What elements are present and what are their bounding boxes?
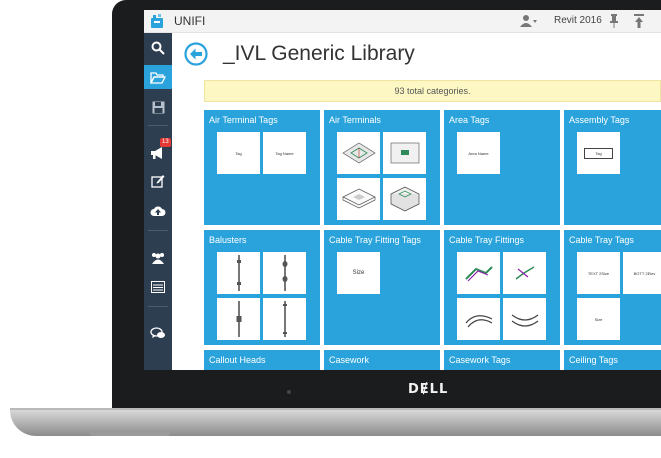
category-title: Cable Tray Tags — [569, 235, 634, 245]
page-title: _IVL Generic Library — [223, 42, 415, 65]
back-button[interactable] — [184, 42, 208, 66]
category-tile[interactable]: Area Tags Area Name — [444, 110, 560, 225]
family-thumbnail[interactable] — [217, 252, 260, 294]
category-tile[interactable]: Ceiling Tags — [564, 350, 661, 370]
sidebar-divider — [148, 306, 168, 307]
family-thumbnail[interactable] — [263, 252, 306, 294]
laptop-notch — [90, 432, 170, 436]
edit-icon — [151, 175, 165, 188]
air-terminal-thumbnail — [390, 142, 419, 164]
sidebar: 13 — [144, 33, 172, 370]
baluster-thumbnail — [236, 301, 241, 337]
pin-icon[interactable] — [608, 13, 620, 29]
family-thumbnail[interactable] — [383, 132, 426, 174]
chat-icon — [150, 326, 165, 338]
folder-open-icon — [150, 71, 166, 84]
family-thumbnail[interactable] — [263, 298, 306, 340]
category-title: Callout Heads — [209, 355, 266, 365]
family-thumbnail[interactable] — [503, 252, 546, 294]
category-count-banner: 93 total categories. — [204, 80, 661, 102]
sidebar-announcements[interactable]: 13 — [144, 138, 172, 165]
category-title: Casework Tags — [449, 355, 511, 365]
family-thumbnail[interactable]: BOTT 2Elev — [623, 252, 661, 294]
app-screen: UNIFI Revit 2016 1 — [144, 10, 661, 370]
family-thumbnail[interactable]: Size — [577, 298, 620, 340]
megaphone-icon — [151, 147, 162, 159]
sidebar-divider — [148, 125, 168, 126]
category-tile[interactable]: Cable Tray Fitting Tags Size — [324, 230, 440, 345]
sidebar-users[interactable] — [144, 246, 172, 270]
family-thumbnail[interactable]: Tag — [217, 132, 260, 174]
tray-fitting-thumbnail — [465, 315, 492, 328]
tray-fitting-thumbnail — [464, 266, 493, 282]
category-tile[interactable]: Air Terminal Tags Tag Tag Name — [204, 110, 320, 225]
project-name[interactable]: Revit 2016 — [554, 15, 602, 26]
user-icon[interactable] — [520, 14, 538, 28]
category-title: Area Tags — [449, 115, 490, 125]
category-tile[interactable]: Cable Tray Tags TEXT 2Size BOTT 2Elev Si… — [564, 230, 661, 345]
baluster-thumbnail — [282, 301, 287, 337]
search-icon — [151, 41, 165, 55]
webcam — [287, 390, 291, 394]
tray-fitting-thumbnail — [515, 266, 534, 280]
category-tile[interactable]: Callout Heads — [204, 350, 320, 370]
category-tile[interactable]: Air Terminals — [324, 110, 440, 225]
category-tile[interactable]: Assembly Tags Tag — [564, 110, 661, 225]
list-icon — [151, 281, 165, 293]
air-terminal-thumbnail — [389, 186, 420, 212]
category-tile[interactable]: Cable Tray Fittings — [444, 230, 560, 345]
category-grid: Air Terminal Tags Tag Tag Name Air Termi… — [204, 110, 661, 370]
family-thumbnail[interactable]: Area Name — [457, 132, 500, 174]
upload-top-icon[interactable] — [633, 13, 645, 29]
family-thumbnail[interactable]: Size — [337, 252, 380, 294]
dell-logo: DɆLL — [408, 382, 449, 397]
category-tile[interactable]: Casework Tags — [444, 350, 560, 370]
family-thumbnail[interactable] — [457, 252, 500, 294]
sidebar-library[interactable] — [144, 65, 172, 89]
family-thumbnail[interactable] — [457, 298, 500, 340]
notification-badge: 13 — [160, 138, 171, 147]
family-thumbnail[interactable] — [337, 132, 380, 174]
sidebar-search[interactable] — [144, 36, 172, 60]
sidebar-divider — [148, 230, 168, 231]
category-title: Cable Tray Fittings — [449, 235, 525, 245]
category-title: Casework — [329, 355, 370, 365]
save-icon — [152, 101, 164, 113]
baluster-thumbnail — [236, 255, 241, 291]
sidebar-chat[interactable] — [144, 321, 172, 345]
laptop-base — [10, 410, 661, 436]
baluster-thumbnail — [282, 255, 287, 291]
family-thumbnail[interactable]: Tag Name — [263, 132, 306, 174]
family-thumbnail[interactable] — [503, 298, 546, 340]
family-thumbnail[interactable]: TEXT 2Size — [577, 252, 620, 294]
top-bar: UNIFI Revit 2016 — [144, 10, 661, 33]
sidebar-upload[interactable] — [144, 199, 172, 223]
family-thumbnail[interactable] — [217, 298, 260, 340]
sidebar-save[interactable] — [144, 95, 172, 119]
family-thumbnail[interactable] — [383, 178, 426, 220]
category-title: Air Terminal Tags — [209, 115, 278, 125]
category-title: Air Terminals — [329, 115, 381, 125]
category-title: Ceiling Tags — [569, 355, 618, 365]
app-title: UNIFI — [174, 14, 206, 28]
sidebar-edit[interactable] — [144, 169, 172, 193]
tag-box: Tag — [584, 147, 613, 159]
family-thumbnail[interactable] — [337, 178, 380, 220]
category-title: Cable Tray Fitting Tags — [329, 235, 421, 245]
category-tile[interactable]: Casework — [324, 350, 440, 370]
cloud-upload-icon — [150, 206, 166, 216]
users-icon — [152, 253, 164, 264]
category-title: Balusters — [209, 235, 247, 245]
air-terminal-thumbnail — [341, 142, 376, 164]
family-thumbnail[interactable]: Tag — [577, 132, 620, 174]
category-title: Assembly Tags — [569, 115, 630, 125]
air-terminal-thumbnail — [341, 188, 376, 209]
app-logo-icon — [151, 14, 163, 28]
category-tile[interactable]: Balusters — [204, 230, 320, 345]
tray-fitting-thumbnail — [511, 314, 538, 327]
sidebar-list[interactable] — [144, 275, 172, 299]
